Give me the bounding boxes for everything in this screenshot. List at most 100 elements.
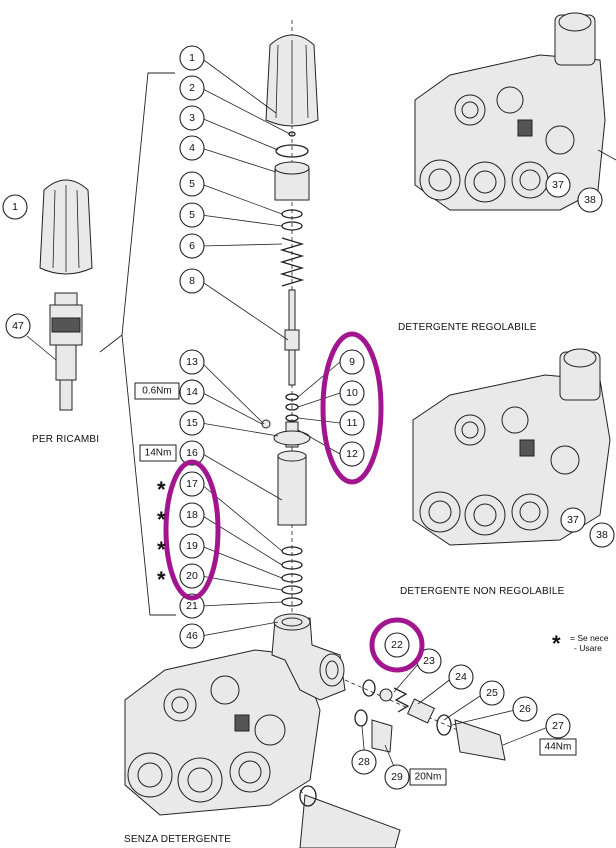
ball (261, 419, 271, 429)
callout-46: 46 (179, 623, 205, 649)
torque-labels: 0.6Nm 14Nm 44Nm 20Nm (134, 382, 577, 786)
callout-18: 18 (179, 502, 205, 528)
svg-text:14: 14 (186, 386, 198, 398)
detergent-parts (299, 679, 506, 848)
spare-assembly (39, 179, 93, 411)
svg-text:16: 16 (186, 447, 198, 459)
svg-text:9: 9 (349, 356, 355, 368)
svg-text:18: 18 (186, 509, 198, 521)
torque-27: 44Nm (539, 738, 577, 756)
valve-column (261, 34, 319, 607)
svg-text:20Nm: 20Nm (415, 772, 442, 783)
pump-regolabile (414, 12, 616, 211)
svg-text:- Usare: - Usare (574, 643, 602, 653)
torque-16: 14Nm (139, 444, 177, 462)
callout-14: 14 (179, 379, 205, 405)
footnote: * = Se nece - Usare (552, 631, 609, 656)
svg-text:37: 37 (552, 179, 564, 191)
svg-text:11: 11 (347, 417, 358, 429)
callout-8: 8 (179, 268, 205, 294)
svg-text:*: * (157, 537, 166, 562)
callout-29: 29 (384, 764, 410, 790)
svg-text:13: 13 (186, 356, 198, 368)
caption-det-regolabile: DETERGENTE REGOLABILE (398, 322, 537, 333)
svg-text:6: 6 (189, 240, 195, 252)
highlights (163, 331, 425, 673)
piston-rod (288, 289, 296, 331)
callout-spare-1: 1 (2, 194, 28, 220)
highlight-17-20 (163, 459, 221, 601)
svg-text:22: 22 (391, 639, 403, 651)
callout-5b: 5 (179, 202, 205, 228)
svg-text:5: 5 (189, 209, 195, 221)
svg-text:= Se nece: = Se nece (570, 633, 609, 643)
svg-text:26: 26 (519, 703, 531, 715)
callout-4: 4 (179, 135, 205, 161)
callout-37a: 37 (545, 172, 571, 198)
callout-37b: 37 (560, 507, 586, 533)
callout-19: 19 (179, 533, 205, 559)
svg-text:2: 2 (189, 82, 195, 94)
callout-3: 3 (179, 105, 205, 131)
svg-text:20: 20 (186, 570, 198, 582)
callout-15: 15 (179, 410, 205, 436)
svg-text:21: 21 (186, 600, 198, 612)
svg-text:8: 8 (189, 275, 195, 287)
svg-text:14Nm: 14Nm (145, 448, 172, 459)
svg-text:12: 12 (346, 448, 358, 460)
svg-text:3: 3 (189, 112, 195, 124)
svg-text:47: 47 (12, 320, 24, 332)
callout-10: 10 (339, 380, 365, 406)
callout-25: 25 (479, 680, 505, 706)
svg-text:*: * (157, 477, 166, 502)
callout-6: 6 (179, 233, 205, 259)
seat-body (277, 454, 307, 526)
caption-det-non-regolabile: DETERGENTE NON REGOLABILE (400, 586, 565, 597)
callout-13: 13 (179, 349, 205, 375)
svg-text:*: * (552, 631, 561, 656)
svg-text:28: 28 (358, 756, 370, 768)
callout-17: 17 (179, 471, 205, 497)
callouts: 1 2 3 4 5 5 6 8 13 14 15 16 17 18 19 20 … (2, 45, 615, 790)
svg-text:25: 25 (486, 687, 498, 699)
outlet-housing (271, 613, 346, 701)
svg-text:27: 27 (552, 720, 564, 732)
svg-text:17: 17 (186, 478, 198, 490)
svg-text:1: 1 (189, 52, 195, 64)
svg-text:46: 46 (186, 630, 198, 642)
callout-12: 12 (339, 441, 365, 467)
callout-27: 27 (545, 713, 571, 739)
highlight-9-12 (320, 331, 384, 485)
callout-21: 21 (179, 593, 205, 619)
callout-28: 28 (351, 749, 377, 775)
highlight-22 (369, 617, 425, 673)
svg-text:0.6Nm: 0.6Nm (142, 386, 171, 397)
pump-senza-detergente (124, 649, 321, 816)
svg-text:19: 19 (186, 540, 198, 552)
svg-text:*: * (157, 567, 166, 592)
callout-9: 9 (339, 349, 365, 375)
callout-16: 16 (179, 440, 205, 466)
caption-per-ricambi: PER RICAMBI (32, 434, 99, 445)
callout-26: 26 (512, 696, 538, 722)
callout-38b: 38 (589, 522, 615, 548)
callout-24: 24 (448, 664, 474, 690)
callout-20: 20 (179, 563, 205, 589)
callout-2: 2 (179, 75, 205, 101)
svg-text:38: 38 (596, 529, 608, 541)
callout-22: 22 (384, 632, 410, 658)
svg-text:38: 38 (584, 194, 596, 206)
spare-bracket (99, 334, 123, 353)
callout-spare-47: 47 (5, 313, 31, 339)
svg-text:5: 5 (189, 178, 195, 190)
torque-29: 20Nm (409, 768, 447, 786)
torque-14: 0.6Nm (134, 382, 180, 400)
leader-lines (26, 57, 549, 777)
spring (279, 237, 305, 287)
callout-5a: 5 (179, 171, 205, 197)
asterisks: * * * * (157, 477, 166, 592)
svg-text:10: 10 (346, 387, 358, 399)
svg-text:1: 1 (12, 201, 18, 213)
callout-38a: 38 (577, 187, 603, 213)
